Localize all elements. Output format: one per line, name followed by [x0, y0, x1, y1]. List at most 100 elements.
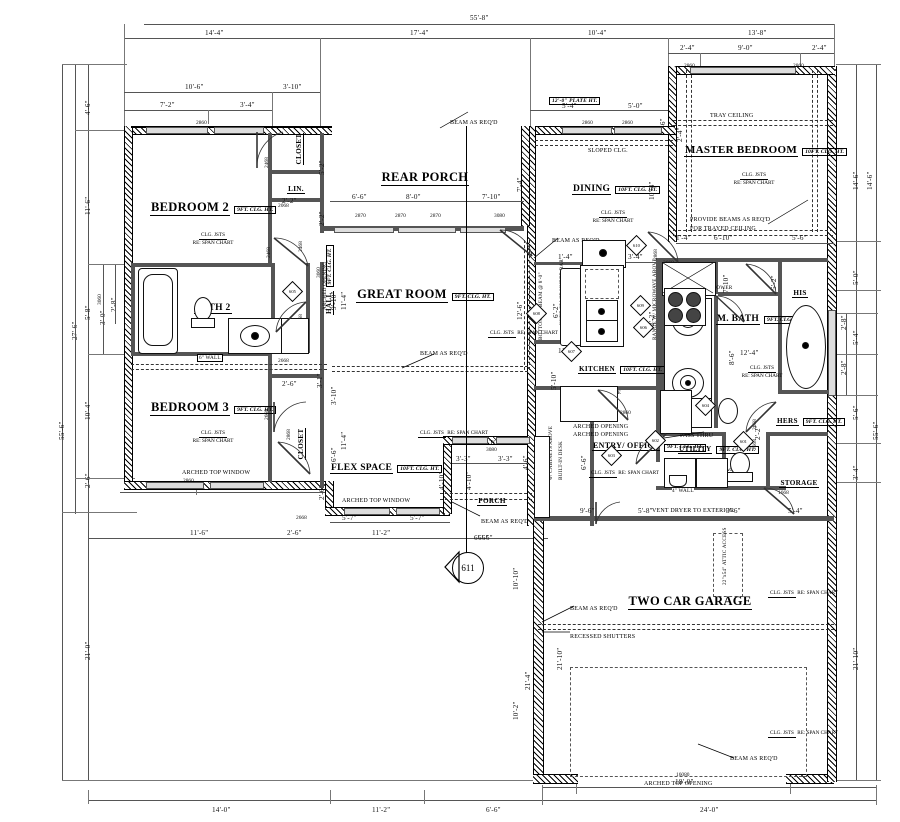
rear-porch-name: REAR PORCH — [380, 170, 470, 186]
great-room-name: GREAT ROOM — [356, 287, 448, 303]
interior-wall-lin-top — [268, 170, 324, 174]
witness — [836, 482, 881, 483]
note-beam-garage-b: BEAM AS REQ'D — [730, 756, 778, 762]
window-bd3-b — [210, 482, 264, 489]
note-arched-opening-hall: ARCHED OPENING — [322, 261, 328, 310]
window-rear-a — [334, 227, 394, 233]
leader-beam-dining — [533, 237, 559, 259]
utility-name: UTILITY — [678, 445, 713, 454]
lin-hall-name: LIN. — [287, 185, 305, 194]
door-tag-2668-bd3: 2668 — [264, 409, 270, 420]
attic-access-outline — [713, 533, 743, 597]
door-swing-entry-front — [595, 501, 621, 525]
dim-line — [88, 538, 548, 539]
window-bd3-a — [146, 482, 204, 489]
dining-clg: 10FT. CLG. HT. — [615, 186, 661, 194]
interior-wall-hall-right-a — [320, 133, 324, 233]
dim-dining-5-4: 5'-4" — [562, 102, 577, 110]
garage-name: TWO CAR GARAGE — [627, 594, 753, 610]
window-flex-a — [344, 508, 390, 515]
interior-wall-tub-left — [778, 296, 782, 394]
section-marker-arrow — [444, 550, 460, 584]
dim-line — [124, 92, 320, 93]
dim-line — [876, 64, 877, 780]
window-dining-b — [614, 127, 662, 134]
note-plate-height: 12'-0" PLATE HT. — [549, 97, 601, 105]
room-label-master-bedroom: MASTER BEDROOM 10FT. CLG. HT. — [684, 140, 848, 158]
hers-clg: 9FT. CLG. HT. — [802, 418, 845, 426]
leader-pass-thru — [663, 431, 705, 439]
interior-wall-storage-top — [766, 432, 828, 436]
dim-flex-2-6: 2'-6" — [318, 485, 326, 500]
dim-kit-bar-1-4: 1'-4" — [558, 253, 573, 261]
dim-line — [452, 463, 528, 464]
interior-wall-closet-bd3 — [268, 352, 272, 482]
island-drain-a — [598, 308, 605, 315]
window-master — [690, 67, 796, 74]
door-porch-front — [452, 437, 488, 444]
note-tray-ceiling: TRAY CEILING — [710, 113, 754, 119]
window-bd2-a — [146, 127, 208, 134]
note-beam-rear-porch: BEAM AS REQ'D — [450, 120, 498, 126]
door-swing-storage — [763, 487, 795, 515]
hers-name: HERS — [776, 417, 799, 426]
dining-joists: CLG. JSTS RE: SPAN CHART — [592, 210, 634, 224]
storage-name: STORAGE — [779, 479, 819, 488]
dim-mbath-8-6: 8'-6" — [728, 350, 736, 365]
dim-rear-7-10: 7'-10" — [482, 193, 501, 201]
dim-mbath-7-10: 7'-10" — [722, 274, 730, 293]
pantry-box — [660, 390, 692, 434]
flex-space-clg: 10FT. CLG. HT. — [397, 465, 443, 473]
dim-dining-10-4: 10'-4" — [648, 181, 656, 200]
dim-rear-2-2: 2'-2" — [318, 211, 326, 226]
room-label-lin-hall: LIN. — [278, 178, 314, 196]
dim-mbed-6-10: 6'-10" — [714, 234, 733, 242]
dim-porch-4-10: 4'-10" — [438, 471, 446, 490]
garage-door-tag: 16080 — [676, 772, 690, 778]
dim-right-5-6: 5'-6" — [852, 405, 860, 420]
dim-garage-21-10: 21'-10" — [556, 647, 564, 670]
dim-right-5-4: 5'-4" — [852, 330, 860, 345]
note-beam-porch: BEAM AS REQ'D — [481, 519, 529, 525]
great-room-clg: 9FT. CLG. HT. — [451, 293, 494, 301]
room-label-hers: HERS 9FT. CLG. HT. — [776, 410, 845, 428]
room-label-garage: TWO CAR GARAGE — [600, 592, 780, 610]
witness — [88, 264, 133, 265]
bedroom3-clg: 9FT. CLG. HT. — [234, 406, 277, 414]
note-vent-dryer: VENT DRYER TO EXTERIOR — [652, 508, 735, 514]
leader-beam-rear — [439, 111, 469, 129]
witness — [790, 780, 791, 794]
dim-mbr-2-4-side: 2'-4" — [676, 127, 684, 142]
dim-porch-10-10: 10'-10" — [512, 567, 520, 590]
witness — [530, 38, 531, 133]
beam-great-room — [332, 366, 528, 372]
leader-recessed-shutters — [541, 605, 575, 633]
dim-rear-7-4: 7'-4" — [516, 177, 524, 192]
dim-mbr-9-0: 9'-0" — [738, 44, 753, 52]
dim-line — [676, 243, 834, 244]
witness — [836, 443, 881, 444]
door-swing-rear-porch — [499, 229, 533, 257]
window-tag-3060-bath2: 3060 — [97, 294, 103, 305]
linen-bath2 — [281, 318, 309, 354]
dim-bot-2-6: 2'-6" — [287, 529, 302, 537]
burner-1 — [668, 292, 683, 307]
dim-left-21-0: 21'-0" — [84, 641, 92, 660]
dim-porch-3-3-a: 3'-3" — [456, 455, 471, 463]
closet-bd2-name: CLOSET — [295, 132, 304, 166]
window-flex-b — [396, 508, 440, 515]
entry-office-name: ENTRY/ OFFICE — [592, 441, 661, 452]
dim-top-row1-line — [124, 38, 834, 39]
burner-2 — [686, 292, 701, 307]
beam-porch-b — [440, 499, 532, 500]
dim-line — [124, 110, 272, 111]
door-tag-1668-storage: 1668 — [778, 490, 789, 496]
witness — [272, 92, 273, 132]
dim-top-14-4: 14'-4" — [205, 29, 224, 37]
beam-garage-top — [538, 624, 834, 630]
witness — [800, 53, 801, 68]
toilet-mbath — [718, 398, 738, 424]
witness — [320, 38, 321, 133]
dining-name: DINING — [572, 184, 612, 195]
room-label-bedroom2: BEDROOM 2 9FT. CLG. HT. — [150, 198, 277, 216]
